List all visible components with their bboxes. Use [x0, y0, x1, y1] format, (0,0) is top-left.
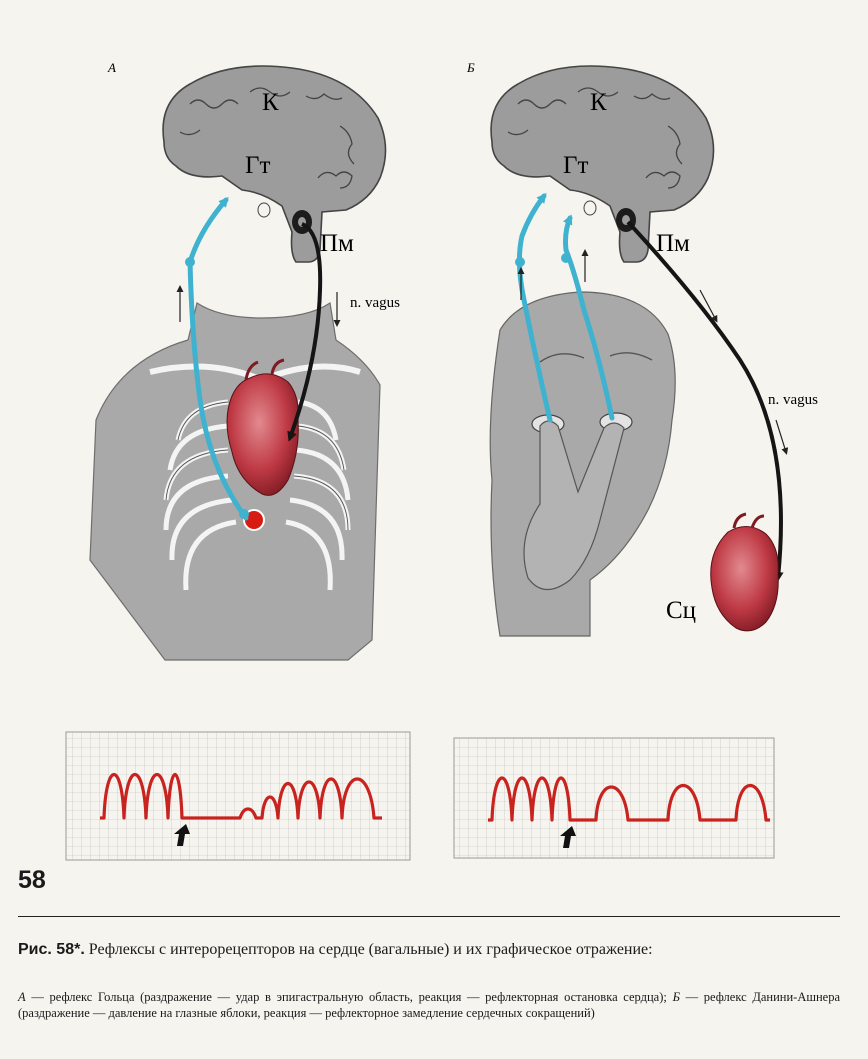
stimulus-arrow-a [174, 824, 190, 846]
caption-rule [18, 916, 840, 917]
panel-a-letter: А [107, 60, 116, 75]
torso-a [89, 301, 381, 661]
label-medulla-b: Пм [656, 230, 690, 257]
panel-a: А [89, 60, 400, 661]
figure-number: 58 [18, 866, 46, 894]
label-nerve-a: n. vagus [350, 295, 400, 311]
subcaption-a-letter: А [18, 990, 26, 1004]
label-hypothalamus-a: Гт [245, 152, 270, 179]
subcaption-a-text: — рефлекс Гольца (раздражение — удар в э… [31, 990, 667, 1004]
efferent-vagus-a [287, 222, 323, 442]
figure-caption: Рис. 58*. Рефлексы с интерорецепторов на… [18, 940, 840, 959]
label-medulla-a: Пм [320, 230, 354, 257]
figure-illustration: А [65, 60, 818, 861]
trace-panel-a [65, 731, 411, 861]
brain-a [162, 65, 387, 263]
heartbeat-trace-a [100, 772, 382, 820]
stimulus-point [243, 509, 265, 531]
label-nerve-b: n. vagus [768, 392, 818, 408]
afferent-nerve-a [187, 196, 249, 521]
subcaption-b-text: — рефлекс Данини-Ашнера (раздражение — д… [18, 990, 841, 1020]
label-heart-b: Сц [666, 597, 696, 624]
panel-b: Б К Гт Пм n. vagus Сц [466, 60, 818, 637]
afferent-nerve-b-right [563, 214, 615, 421]
heart-a [226, 373, 299, 496]
subcaption-b-letter: Б [672, 990, 680, 1004]
figure-subcaption: А — рефлекс Гольца (раздражение — удар в… [18, 990, 840, 1021]
stimulus-arrow-b [560, 826, 576, 848]
heartbeat-trace-b [488, 776, 770, 822]
label-cortex-b: К [590, 89, 607, 116]
label-hypothalamus-b: Гт [563, 152, 588, 179]
heart-b [710, 526, 779, 632]
efferent-vagus-b [626, 220, 784, 582]
panel-b-letter: Б [466, 60, 475, 75]
face-b [489, 291, 676, 637]
caption-text: Рефлексы с интерорецепторов на сердце (в… [88, 941, 653, 958]
trace-panel-b [453, 737, 775, 859]
brain-b [490, 65, 715, 263]
caption-title: Рис. 58*. [18, 941, 85, 958]
label-cortex-a: К [262, 89, 279, 116]
hand-b [523, 420, 625, 591]
